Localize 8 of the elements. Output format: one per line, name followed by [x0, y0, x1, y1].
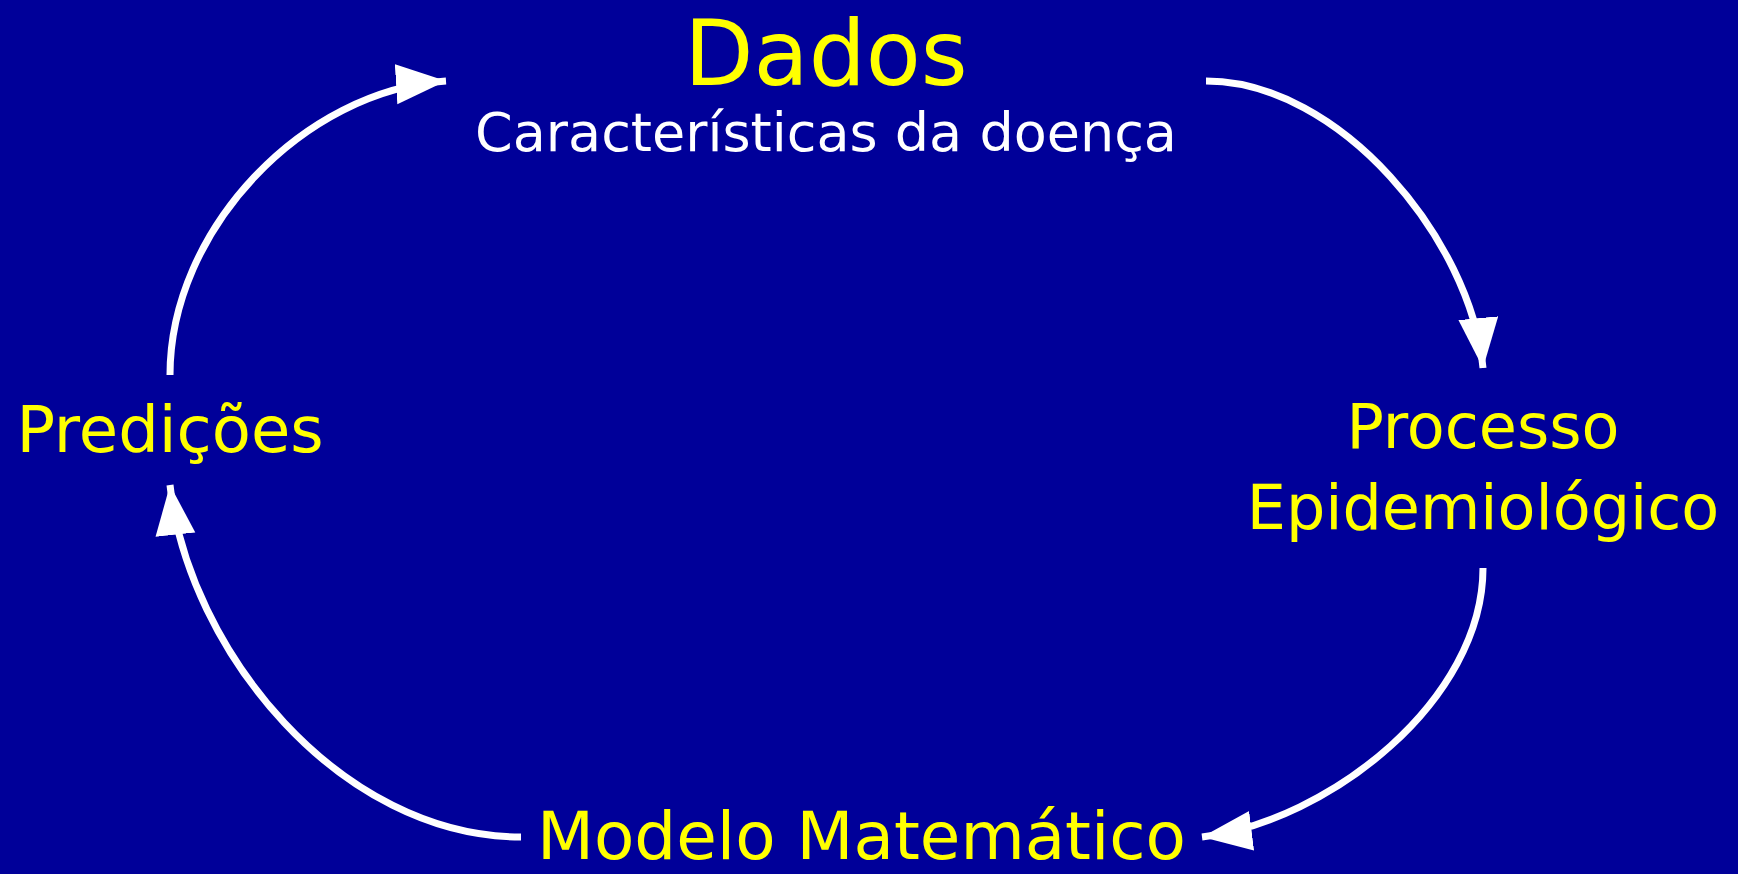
curved-arrow: [1205, 77, 1495, 369]
node-label: Predições: [16, 391, 324, 469]
node-label: Modelo Matemático: [537, 800, 1186, 874]
curved-arrow: [158, 484, 522, 841]
node-label: Processo Epidemiológico: [1245, 389, 1721, 546]
subtitle-text: Características da doença: [475, 99, 1177, 166]
curved-arrow: [1201, 567, 1487, 848]
node-label: Dados: [684, 8, 968, 99]
